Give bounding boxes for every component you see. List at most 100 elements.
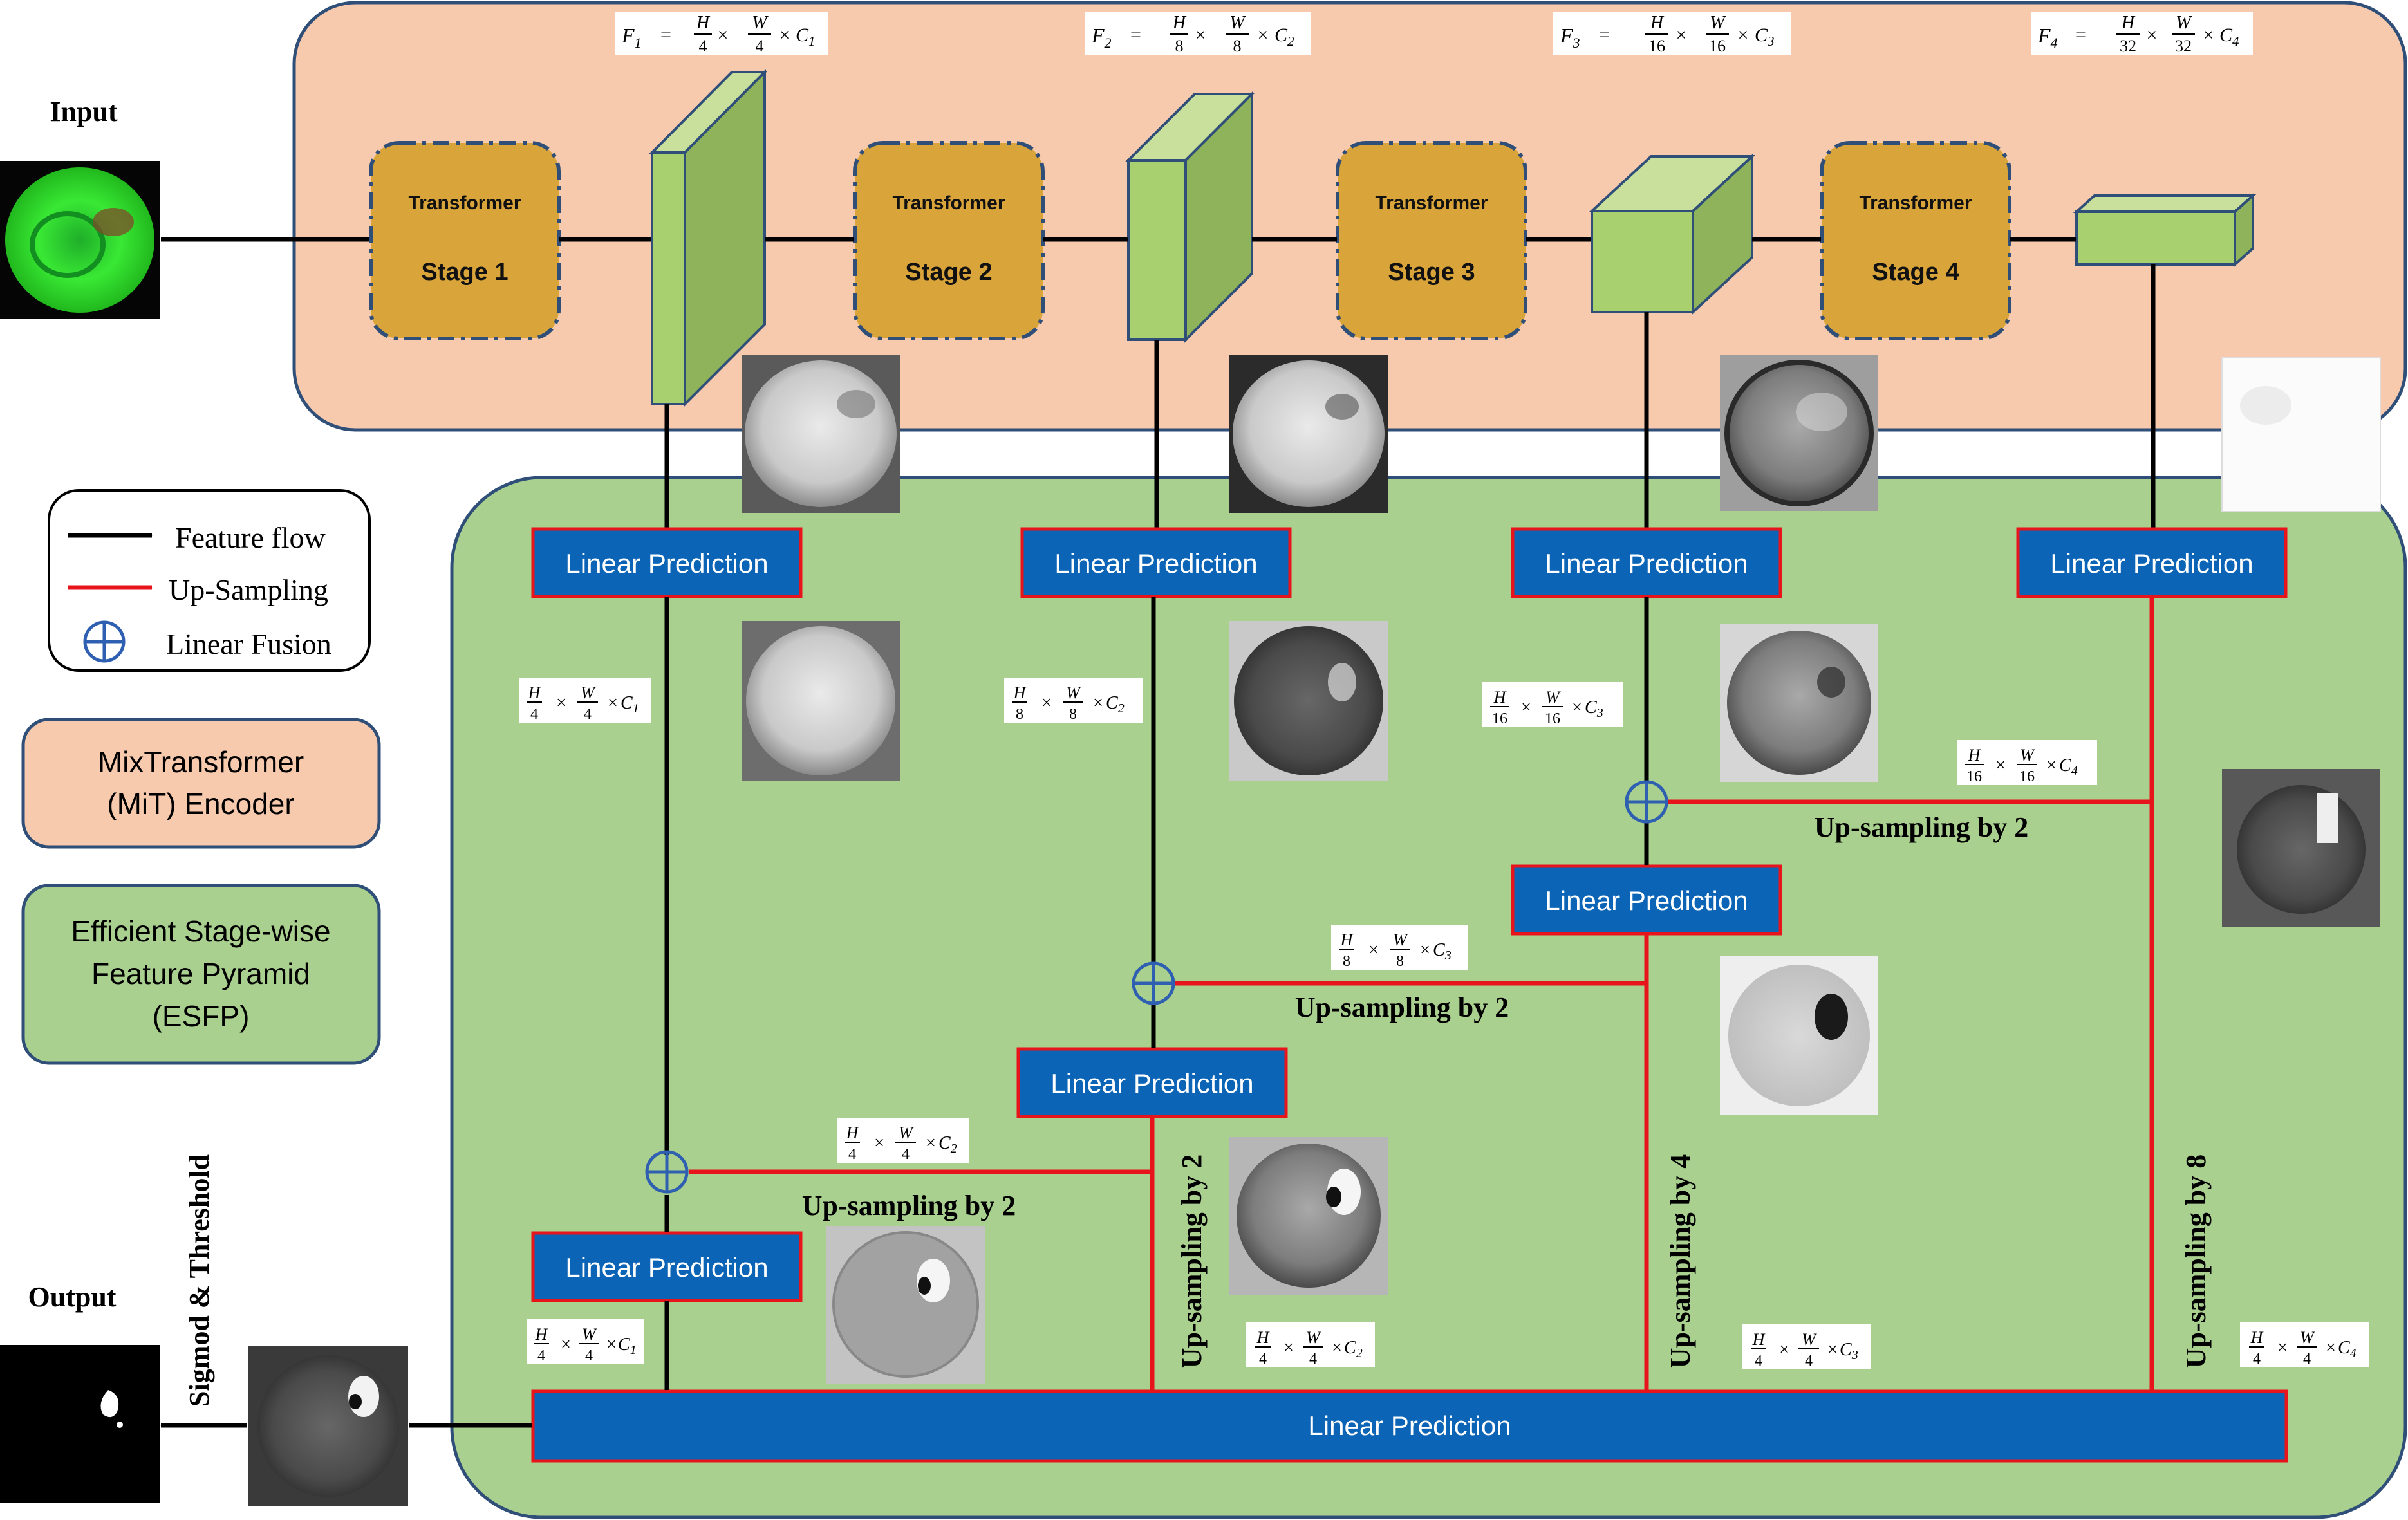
feature-map-image [1229,355,1388,513]
svg-text:4: 4 [1805,1353,1813,1369]
svg-text:C3: C3 [1755,24,1775,49]
svg-text:×: × [1779,1340,1789,1360]
linear-prediction-block: Linear Prediction [1016,1047,1288,1118]
linear-prediction-block: Linear Prediction [531,1231,803,1302]
svg-text:W: W [2176,13,2192,33]
dimension-label: H4 × W4 ×C4 [2240,1322,2369,1367]
svg-text:C4: C4 [2338,1338,2357,1360]
dimension-label: H8 × W8 ×C3 [1331,925,1468,970]
svg-text:H: H [528,683,541,702]
feature-map-image [2222,769,2380,927]
svg-text:H: H [1650,13,1665,33]
svg-text:H: H [1968,746,1981,765]
svg-text:Transformer: Transformer [892,192,1005,214]
linear-fusion-icon [1625,780,1668,824]
svg-text:16: 16 [1492,710,1507,727]
dimension-label: H4 × W4 ×C2 [1246,1322,1375,1367]
svg-text:4: 4 [584,706,592,723]
svg-text:×: × [2277,1338,2288,1358]
svg-text:×: × [2326,1338,2336,1358]
svg-text:4: 4 [699,37,707,55]
svg-text:×: × [1041,693,1052,713]
svg-text:×: × [2046,755,2057,775]
svg-text:×: × [1420,940,1430,960]
input-label: Input [50,96,118,127]
upsample-label: Up-sampling by 4 [1665,1154,1696,1369]
dimension-label: H4 × W4 ×C1 [519,678,651,723]
feature-map-image [826,1226,985,1384]
dimension-label: H4 × W4 ×C1 [527,1319,644,1364]
upsample-label: Up-sampling by 2 [1176,1154,1208,1369]
svg-text:Linear Prediction: Linear Prediction [1545,885,1748,916]
svg-text:H: H [1493,688,1507,707]
svg-text:Linear Prediction: Linear Prediction [2050,548,2253,579]
svg-text:(MiT) Encoder: (MiT) Encoder [107,787,294,820]
feature-block-f4 [2073,192,2257,268]
svg-text:W: W [2020,746,2035,765]
svg-text:H: H [535,1325,548,1344]
svg-text:32: 32 [2120,37,2136,55]
svg-text:Efficient Stage-wise: Efficient Stage-wise [71,914,330,948]
svg-text:F4: F4 [2037,24,2058,51]
feature-dim-f1: F1 = H 4 × W 4 × C1 [615,12,828,55]
svg-text:×: × [1995,755,2006,775]
feature-map-image [1720,956,1878,1115]
svg-text:4: 4 [530,706,538,723]
linear-fusion-icon [1132,961,1175,1005]
legend-linear-fusion-icon [83,620,126,663]
svg-text:Stage 4: Stage 4 [1872,259,1959,286]
legend-linear-fusion-label: Linear Fusion [166,627,331,660]
linear-prediction-block: Linear Prediction [1511,864,1782,936]
feature-dim-f2: F2 = H 8 × W 8 × C2 [1085,12,1311,55]
feature-map-image [248,1346,408,1506]
svg-text:×: × [1827,1340,1838,1360]
feature-block-f3 [1588,153,1756,315]
svg-text:16: 16 [1966,768,1982,785]
stage-2-block: Transformer Stage 2 [853,141,1045,340]
svg-text:×: × [1093,693,1103,713]
svg-text:F1: F1 [621,24,642,51]
feature-map-image [1720,624,1878,782]
input-image [0,161,160,319]
svg-text:Stage 2: Stage 2 [905,259,992,286]
svg-text:8: 8 [1233,37,1242,55]
svg-text:Feature Pyramid: Feature Pyramid [91,957,310,990]
svg-text:F2: F2 [1091,24,1112,51]
svg-text:4: 4 [756,37,764,55]
svg-text:W: W [1066,683,1081,702]
svg-text:=: = [660,24,671,46]
feature-map-image [742,621,900,781]
svg-text:×: × [1738,24,1749,46]
feature-map-image [2221,357,2381,512]
dimension-label: H4 × W4 ×C2 [837,1118,969,1163]
stage-3-block: Transformer Stage 3 [1336,141,1527,340]
svg-text:H: H [1340,931,1354,949]
svg-text:16: 16 [1648,37,1665,55]
feature-map-image [1229,621,1388,781]
dimension-label: H16 × W16 ×C4 [1957,740,2097,785]
svg-text:4: 4 [1259,1351,1267,1367]
upsample-label: Up-sampling by 2 [1295,992,1509,1023]
svg-text:=: = [1599,24,1610,46]
svg-text:W: W [752,13,769,33]
svg-text:×: × [608,693,618,713]
svg-text:H: H [1752,1330,1766,1349]
svg-text:8: 8 [1343,953,1350,970]
svg-text:×: × [2203,24,2214,46]
feature-map-image [1720,355,1878,511]
stage-1-block: Transformer Stage 1 [369,141,561,340]
svg-text:H: H [1013,683,1027,702]
sigmoid-threshold-label: Sigmod & Threshold [183,1154,215,1407]
svg-text:×: × [2147,24,2158,46]
svg-text:H: H [846,1124,859,1142]
upsample-label: Up-sampling by 2 [1815,811,2029,843]
svg-text:×: × [718,24,729,46]
svg-text:×: × [1676,24,1687,46]
svg-text:×: × [1258,24,1269,46]
stage-4-block: Transformer Stage 4 [1820,141,2011,340]
linear-fusion-icon [645,1150,689,1194]
svg-text:C2: C2 [1274,24,1294,49]
svg-text:W: W [1393,931,1408,949]
legend-esfp: Efficient Stage-wise Feature Pyramid (ES… [21,884,381,1065]
